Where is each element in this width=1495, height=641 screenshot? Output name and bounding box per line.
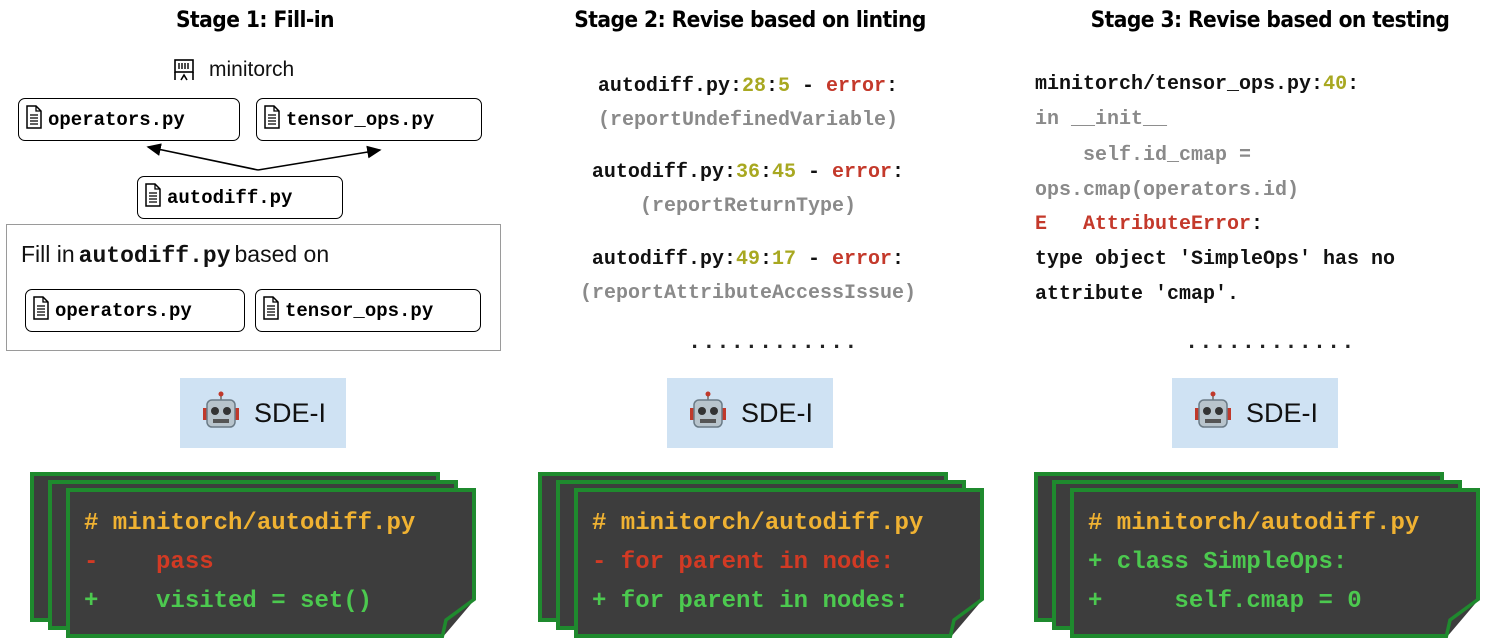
diff-added: + for parent in nodes: (592, 588, 909, 615)
patch-card (574, 488, 984, 638)
file-name: operators.py (48, 108, 185, 131)
patch-card (66, 488, 476, 638)
prompt-prefix: Fill in (21, 241, 75, 267)
file-autodiff[interactable]: autodiff.py (137, 176, 343, 219)
page-curl-icon (1444, 598, 1480, 638)
file-name: operators.py (55, 299, 192, 322)
diff-removed: - for parent in node: (592, 549, 895, 576)
error-msg-1: type object 'SimpleOps' has no (1035, 248, 1396, 271)
lint-error-3: autodiff.py:49:17 - error: (reportAttrib… (579, 248, 917, 305)
repo-icon (173, 58, 195, 82)
error-line: E AttributeError: (1035, 213, 1264, 236)
trace-in: in __init__ (1035, 108, 1168, 131)
agent-label: SDE-I (1245, 397, 1318, 428)
robot-icon (200, 391, 242, 436)
file-name: autodiff.py (167, 186, 293, 209)
lint-error-1: autodiff.py:28:5 - error: (reportUndefin… (597, 75, 899, 132)
patch-stack-stage1: # minitorch/autodiff.py - pass + visited… (30, 472, 480, 640)
diff-header: # minitorch/autodiff.py (592, 510, 924, 537)
stage1-title: Stage 1: Fill-in (176, 8, 335, 33)
ellipsis: ............ (688, 330, 859, 355)
diff-added-2: + self.cmap = 0 (1088, 588, 1362, 615)
ellipsis: ............ (1185, 330, 1356, 355)
file-name: tensor_ops.py (285, 299, 434, 322)
prompt-box: Fill in autodiff.py based on operators.p… (6, 224, 501, 351)
prompt-target: autodiff.py (78, 243, 231, 269)
file-icon (25, 105, 43, 134)
repo-label: minitorch (173, 58, 294, 82)
dependency-arrows (146, 143, 382, 171)
robot-icon (687, 391, 729, 436)
prompt-file-tensor-ops[interactable]: tensor_ops.py (255, 289, 481, 332)
prompt-text: Fill in autodiff.py based on (21, 241, 329, 269)
patch-stack-stage3: # minitorch/autodiff.py + class SimpleOp… (1034, 472, 1484, 640)
agent-badge-stage2: SDE-I (667, 378, 833, 448)
diff-header: # minitorch/autodiff.py (1088, 510, 1420, 537)
trace-code-1: self.id_cmap = (1035, 144, 1252, 167)
stage3-title: Stage 3: Revise based on testing (1090, 8, 1450, 33)
prompt-file-operators[interactable]: operators.py (25, 289, 245, 332)
file-operators[interactable]: operators.py (18, 98, 240, 141)
robot-icon (1192, 391, 1234, 436)
agent-badge-stage1: SDE-I (180, 378, 346, 448)
patch-card (1070, 488, 1480, 638)
diff-added: + visited = set() (84, 588, 373, 615)
error-msg-2: attribute 'cmap'. (1035, 283, 1240, 306)
agent-label: SDE-I (740, 397, 813, 428)
diff-header: # minitorch/autodiff.py (84, 510, 416, 537)
agent-label: SDE-I (253, 397, 326, 428)
file-name: tensor_ops.py (286, 108, 435, 131)
prompt-suffix: based on (234, 241, 330, 267)
file-tensor-ops[interactable]: tensor_ops.py (256, 98, 482, 141)
patch-stack-stage2: # minitorch/autodiff.py - for parent in … (538, 472, 988, 640)
agent-badge-stage3: SDE-I (1172, 378, 1338, 448)
diff-removed: - pass (84, 549, 214, 576)
file-icon (144, 183, 162, 212)
page-curl-icon (440, 598, 476, 638)
trace-code-2: ops.cmap(operators.id) (1035, 179, 1300, 202)
page-curl-icon (948, 598, 984, 638)
file-icon (262, 296, 280, 325)
stage2-title: Stage 2: Revise based on linting (574, 8, 926, 33)
file-icon (263, 105, 281, 134)
repo-name: minitorch (209, 58, 295, 81)
diff-added-1: + class SimpleOps: (1088, 549, 1348, 576)
lint-error-2: autodiff.py:36:45 - error: (reportReturn… (591, 161, 905, 218)
trace-file-line: minitorch/tensor_ops.py:40: (1035, 73, 1360, 96)
file-icon (32, 296, 50, 325)
